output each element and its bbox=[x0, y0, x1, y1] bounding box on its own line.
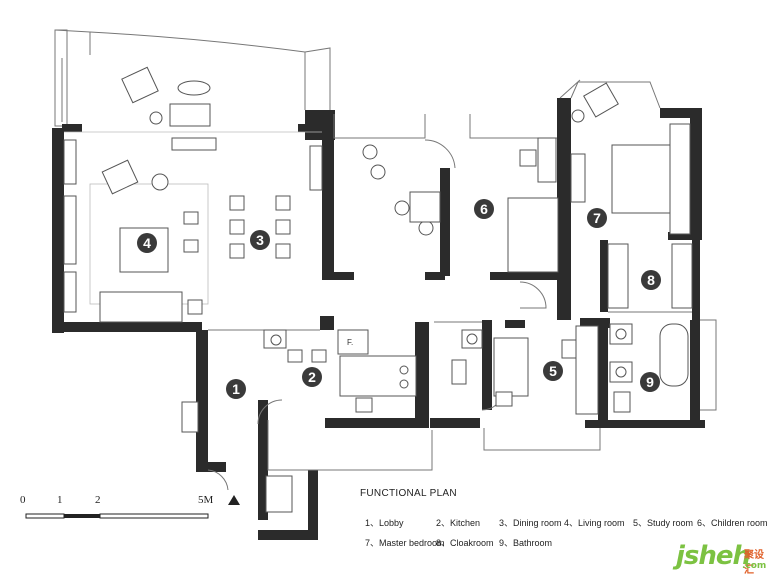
living-furniture bbox=[63, 66, 323, 323]
svg-text:7: 7 bbox=[593, 210, 601, 226]
watermark-domain: .com bbox=[742, 561, 767, 571]
cloakroom-furniture bbox=[607, 243, 693, 309]
svg-text:9: 9 bbox=[646, 374, 654, 390]
lobby-furniture bbox=[181, 401, 293, 513]
svg-text:5: 5 bbox=[549, 363, 557, 379]
room-badge-2: 2 bbox=[302, 367, 322, 387]
legend-item-study: 5、Study room bbox=[633, 518, 694, 528]
room-badge-4: 4 bbox=[137, 233, 157, 253]
room-badge-9: 9 bbox=[640, 372, 660, 392]
balcony bbox=[54, 29, 331, 127]
room-badge-1: 1 bbox=[226, 379, 246, 399]
room-badge-8: 8 bbox=[641, 270, 661, 290]
fridge-label: F. bbox=[347, 338, 353, 347]
doors bbox=[207, 139, 547, 491]
legend-item-dining: 3、Dining room bbox=[499, 518, 562, 528]
bathroom-furniture bbox=[609, 323, 689, 413]
dining-furniture bbox=[229, 195, 291, 259]
scale-bar bbox=[25, 513, 209, 519]
walls bbox=[52, 98, 705, 540]
plan-title: FUNCTIONAL PLAN bbox=[360, 488, 457, 499]
children-furniture bbox=[362, 137, 559, 273]
svg-text:8: 8 bbox=[647, 272, 655, 288]
room-badge-7: 7 bbox=[587, 208, 607, 228]
room-badge-6: 6 bbox=[474, 199, 494, 219]
partitions bbox=[64, 79, 717, 471]
legend-item-cloakroom: 8、Cloakroom bbox=[436, 538, 494, 548]
svg-text:2: 2 bbox=[308, 369, 316, 385]
room-badge-3: 3 bbox=[250, 230, 270, 250]
legend-item-master: 7、Master bedroom bbox=[365, 538, 445, 548]
room-badges: 1 2 3 4 5 6 7 8 9 bbox=[137, 199, 661, 399]
svg-text:1: 1 bbox=[232, 381, 240, 397]
bath-study-furniture bbox=[451, 325, 599, 415]
legend-item-lobby: 1、Lobby bbox=[365, 518, 404, 528]
svg-text:6: 6 bbox=[480, 201, 488, 217]
scale-label-0: 0 bbox=[20, 494, 26, 506]
scale-label-1: 1 bbox=[57, 494, 63, 506]
legend-item-children: 6、Children room bbox=[697, 518, 768, 528]
legend-item-living: 4、Living room bbox=[564, 518, 625, 528]
legend-item-bathroom: 9、Bathroom bbox=[499, 538, 553, 548]
master-furniture bbox=[570, 82, 691, 235]
kitchen-furniture bbox=[263, 329, 417, 413]
scale-label-5m: 5M bbox=[198, 494, 214, 506]
watermark-logo: jsheh bbox=[676, 541, 751, 571]
svg-text:4: 4 bbox=[143, 235, 151, 251]
scale-label-2: 2 bbox=[95, 494, 101, 506]
legend-item-kitchen: 2、Kitchen bbox=[436, 518, 481, 528]
svg-text:3: 3 bbox=[256, 232, 264, 248]
room-badge-5: 5 bbox=[543, 361, 563, 381]
entrance-arrow-icon bbox=[228, 495, 240, 505]
watermark-cn: 聚设汇 bbox=[744, 550, 764, 576]
